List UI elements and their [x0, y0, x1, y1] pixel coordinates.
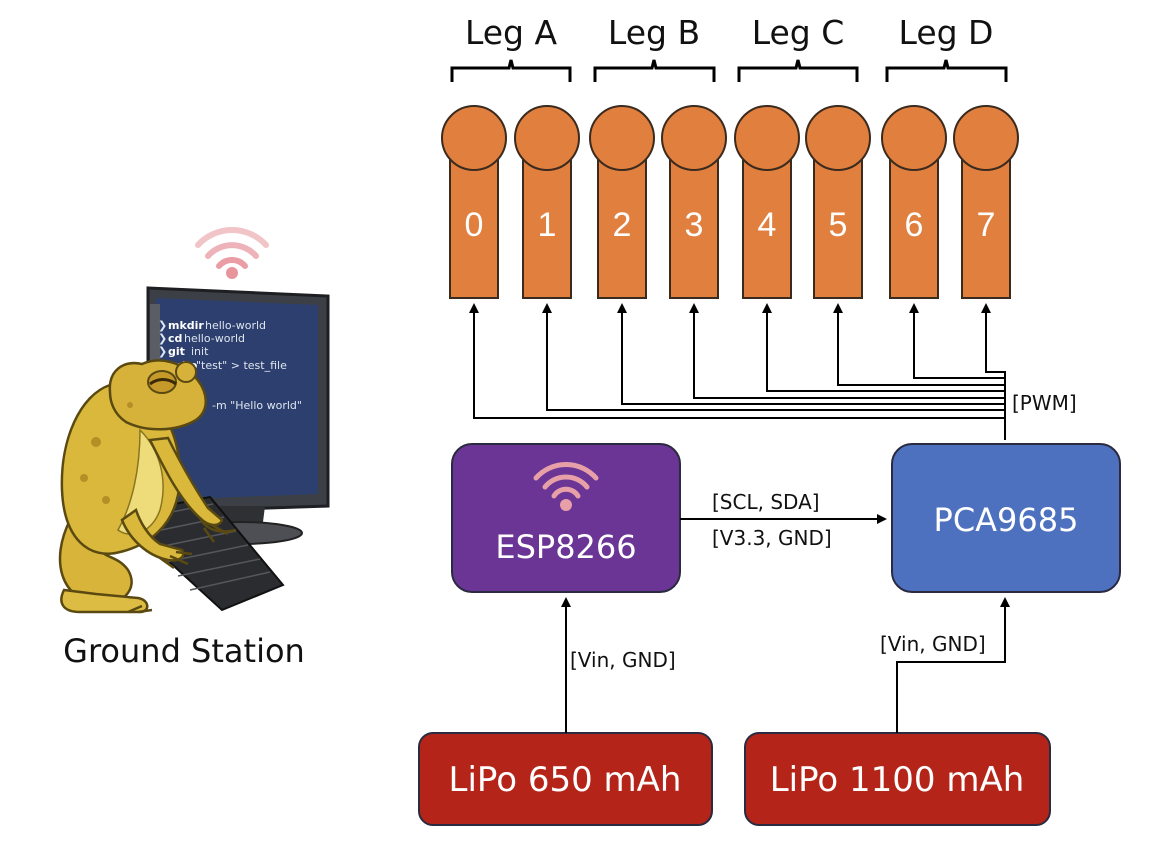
wifi-icon [195, 226, 269, 279]
pwm-bus: [PWM] [469, 303, 1077, 440]
svg-text:cd: cd [168, 332, 182, 345]
leg-c-label: Leg C [752, 13, 845, 52]
pwm-wire-7 [981, 303, 1006, 440]
servo-2: 2 [589, 105, 655, 299]
wifi-icon [533, 462, 599, 511]
esp8266-block: ESP8266 [451, 443, 681, 593]
battery-1100-label: LiPo 1100 mAh [770, 760, 1025, 800]
svg-text:mkdir: mkdir [168, 319, 204, 332]
pwm-wire-1 [542, 303, 1005, 411]
i2c-link: [SCL, SDA] [V3.3, GND] [680, 490, 887, 550]
servo-7: 7 [953, 105, 1019, 299]
servo-6: 6 [881, 105, 947, 299]
pca-power-wire [896, 597, 1010, 733]
svg-text:hello-world: hello-world [184, 332, 245, 345]
pca9685-block: PCA9685 [891, 443, 1121, 593]
servos: 0 1 2 3 4 5 6 [441, 105, 1019, 299]
servo-0-label: 0 [465, 206, 484, 244]
battery-650: LiPo 650 mAh [418, 732, 713, 826]
pwm-wire-2 [617, 303, 1005, 405]
svg-text:-m "Hello world": -m "Hello world" [212, 399, 302, 412]
pwm-wire-6 [909, 303, 1005, 379]
servo-5-label: 5 [829, 206, 848, 244]
pwm-label: [PWM] [1012, 391, 1077, 415]
svg-text:❯: ❯ [158, 332, 167, 345]
pca9685-label: PCA9685 [934, 501, 1079, 539]
servo-3: 3 [661, 105, 727, 299]
servo-6-label: 6 [905, 206, 924, 244]
servo-1: 1 [514, 105, 580, 299]
leg-a-bracket [450, 59, 572, 82]
leg-b-label: Leg B [608, 13, 700, 52]
svg-text:❯: ❯ [158, 319, 167, 332]
servo-0: 0 [441, 105, 507, 299]
esp-power-label: [Vin, GND] [570, 648, 676, 672]
battery-1100: LiPo 1100 mAh [744, 732, 1051, 826]
svg-text:git: git [168, 345, 185, 358]
power-label: [V3.3, GND] [712, 526, 832, 550]
leg-d-label: Leg D [899, 13, 994, 52]
svg-text:❯: ❯ [158, 345, 167, 358]
pca-power-label: [Vin, GND] [880, 632, 986, 656]
pwm-wire-3 [689, 303, 1005, 399]
leg-b-bracket [593, 59, 716, 82]
svg-text:init: init [191, 345, 209, 358]
leg-a-label: Leg A [465, 13, 558, 52]
frog-illustration [58, 359, 237, 614]
pwm-wire-5 [833, 303, 1005, 386]
servo-4: 4 [734, 105, 800, 299]
esp8266-label: ESP8266 [495, 528, 636, 566]
i2c-label: [SCL, SDA] [712, 490, 820, 514]
servo-7-label: 7 [977, 206, 996, 244]
battery-650-label: LiPo 650 mAh [449, 760, 682, 800]
power-wires: [Vin, GND] [Vin, GND] [561, 597, 1010, 733]
servo-1-label: 1 [538, 206, 557, 244]
leg-d-bracket [885, 59, 1008, 82]
ground-station: ❯ mkdir hello-world ❯ cd hello-world ❯ g… [58, 226, 330, 670]
ground-station-label: Ground Station [63, 632, 305, 670]
servo-4-label: 4 [758, 206, 777, 244]
pwm-wire-4 [762, 303, 1005, 392]
servo-2-label: 2 [613, 206, 632, 244]
svg-text:hello-world: hello-world [205, 319, 266, 332]
leg-labels: Leg A Leg B Leg C Leg D [450, 13, 1008, 82]
svg-text:"test" > test_file: "test" > test_file [196, 359, 287, 372]
leg-c-bracket [737, 59, 859, 82]
pwm-wire-0 [469, 303, 1006, 440]
servo-3-label: 3 [685, 206, 704, 244]
servo-5: 5 [805, 105, 871, 299]
